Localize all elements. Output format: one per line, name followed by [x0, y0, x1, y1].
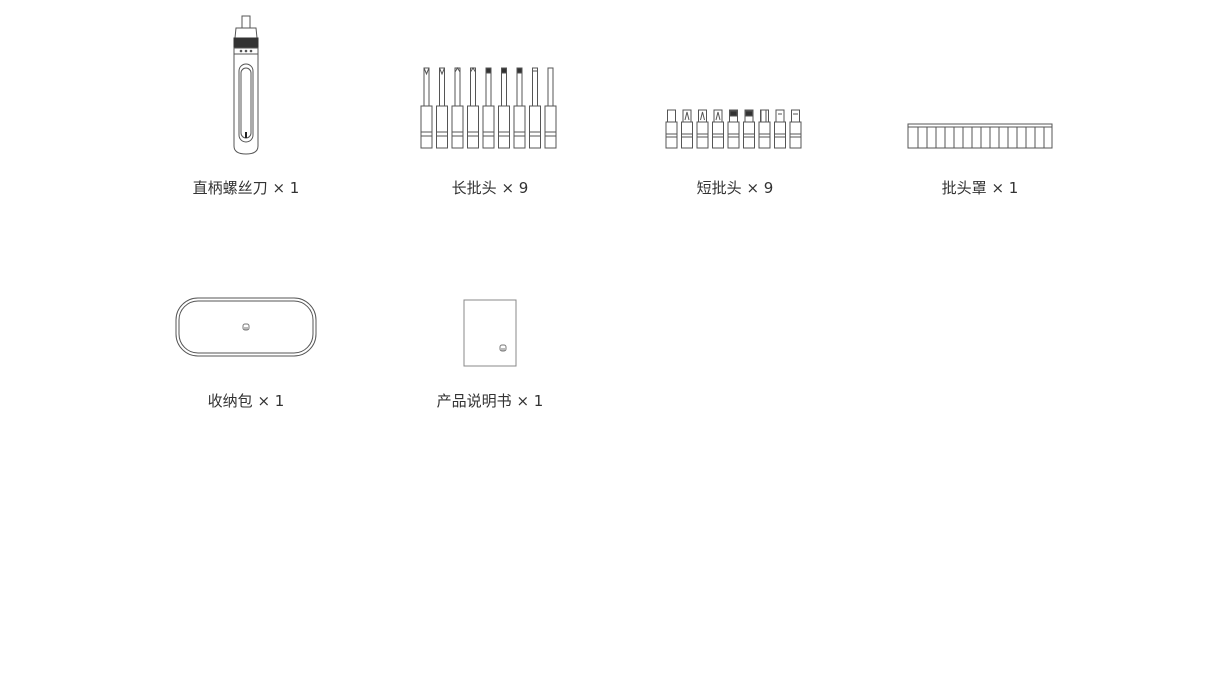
item-screwdriver: 直柄螺丝刀 × 1 — [126, 0, 366, 210]
item-label: 长批头 × 9 — [451, 179, 529, 197]
storage-case-icon — [126, 296, 366, 358]
screwdriver-icon — [126, 14, 366, 156]
item-long-bits: 长批头 × 9 — [370, 0, 610, 210]
item-storage-case: 收纳包 × 1 — [126, 210, 366, 420]
item-label: 收纳包 × 1 — [207, 392, 285, 410]
manual-icon — [370, 298, 610, 370]
item-label: 批头罩 × 1 — [941, 179, 1019, 197]
item-short-bits: 短批头 × 9 — [615, 0, 855, 210]
item-manual: 产品说明书 × 1 — [370, 210, 610, 420]
item-label: 短批头 × 9 — [696, 179, 774, 197]
item-label: 产品说明书 × 1 — [436, 392, 544, 410]
bit-cover-icon — [860, 118, 1100, 150]
item-bit-cover: 批头罩 × 1 — [860, 0, 1100, 210]
item-label: 直柄螺丝刀 × 1 — [192, 179, 300, 197]
long-bits-icon — [370, 66, 610, 150]
short-bits-icon — [615, 106, 855, 150]
